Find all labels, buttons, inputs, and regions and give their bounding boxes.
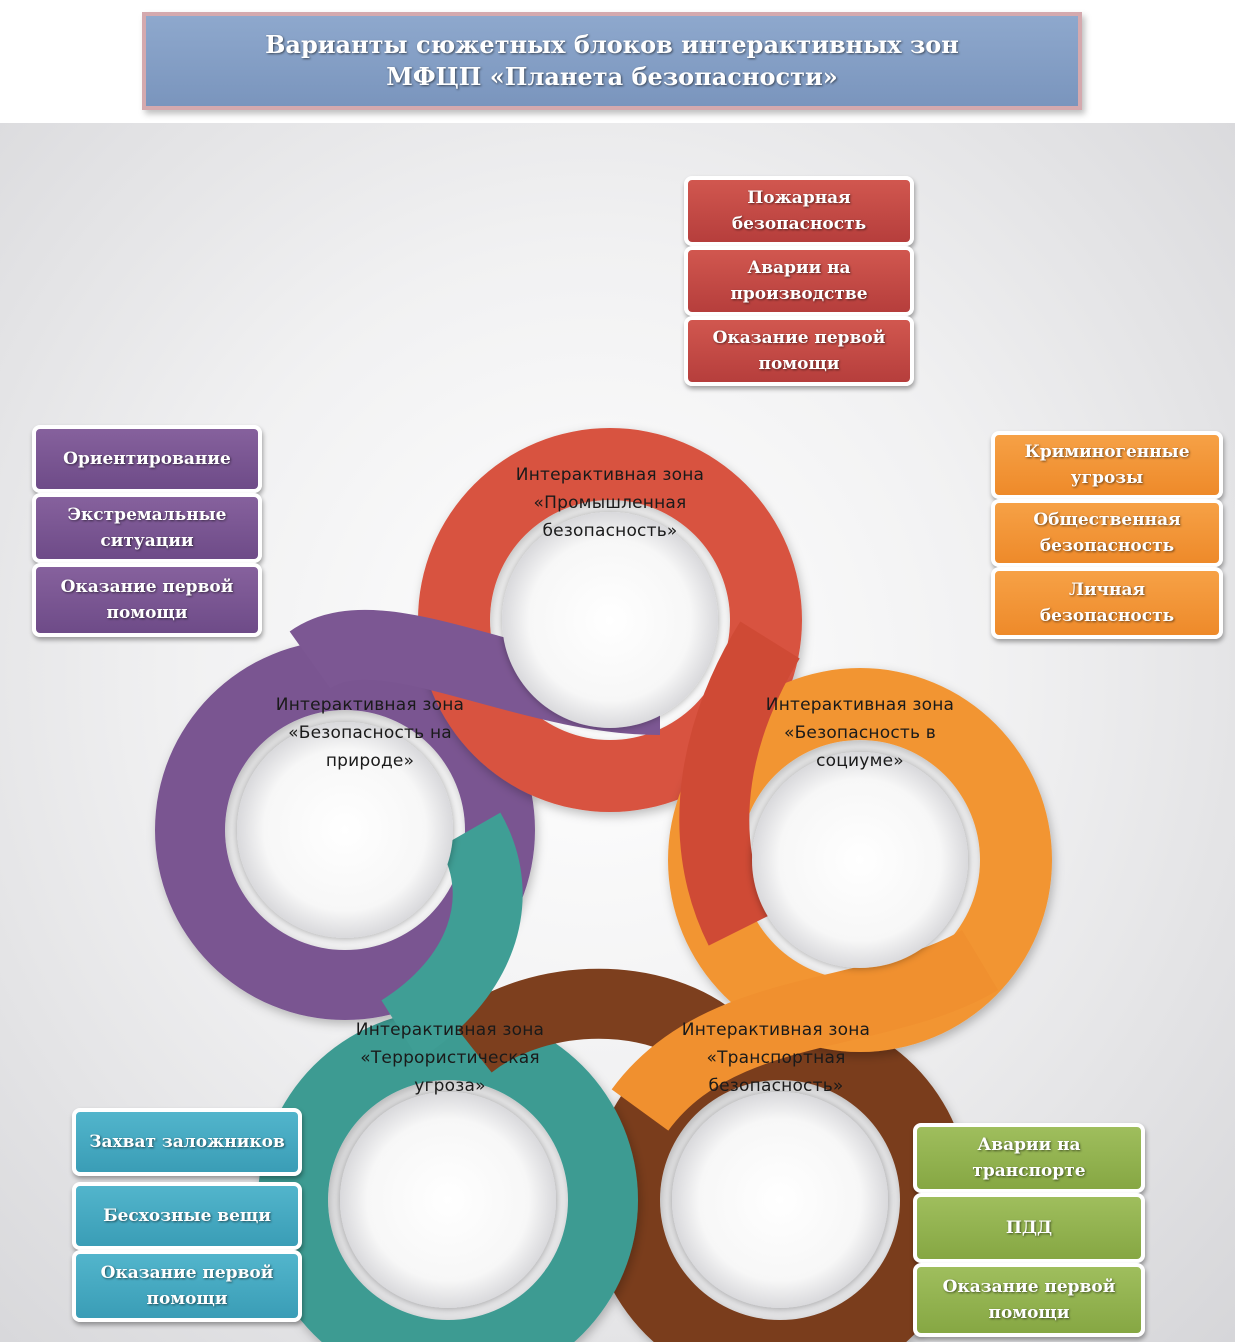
zone-nature-line-2: «Безопасность на bbox=[288, 723, 452, 744]
block-social-public: Общественная безопасность bbox=[991, 499, 1223, 567]
block-terror-hostages: Захват заложников bbox=[72, 1108, 302, 1176]
block-nature-orienteering: Ориентирование bbox=[32, 425, 262, 493]
block-transport-traffic-rules: ПДД bbox=[913, 1193, 1145, 1263]
ring-social-overlap bbox=[611, 929, 998, 1132]
zone-nature-line-1: Интерактивная зона bbox=[275, 695, 465, 715]
title-line-2: МФЦП «Планета безопасности» bbox=[386, 62, 838, 91]
zone-transport-line-1: Интерактивная зона bbox=[681, 1020, 871, 1040]
zone-label-nature: Интерактивная зона «Безопасность на прир… bbox=[250, 691, 490, 775]
hole-social bbox=[752, 752, 968, 968]
title-line-1: Варианты сюжетных блоков интерактивных з… bbox=[265, 29, 959, 59]
hole-transport bbox=[672, 1092, 888, 1308]
block-industrial-accidents: Аварии на производстве bbox=[684, 246, 914, 316]
zone-nature-line-3: природе» bbox=[325, 751, 415, 772]
hole-nature bbox=[237, 722, 453, 938]
zone-social-line-1: Интерактивная зона bbox=[765, 695, 955, 715]
block-nature-extreme: Экстремальные ситуации bbox=[32, 493, 262, 563]
zone-terror-line-2: «Террористическая bbox=[360, 1048, 540, 1069]
ring-industrial-overlap bbox=[679, 621, 800, 946]
zone-social-line-3: социуме» bbox=[816, 751, 904, 772]
diagram-title: Варианты сюжетных блоков интерактивных з… bbox=[142, 12, 1082, 110]
zone-label-terror: Интерактивная зона «Террористическая угр… bbox=[330, 1016, 570, 1100]
block-industrial-fire: Пожарная безопасность bbox=[684, 176, 914, 246]
hole-industrial bbox=[502, 512, 718, 728]
zone-industrial-line-3: безопасность» bbox=[542, 521, 678, 542]
zone-industrial-line-2: «Промышленная bbox=[533, 493, 687, 514]
zone-transport-line-3: безопасность» bbox=[708, 1076, 844, 1097]
zone-label-social: Интерактивная зона «Безопасность в социу… bbox=[740, 691, 980, 775]
block-nature-first-aid: Оказание первой помощи bbox=[32, 563, 262, 637]
block-social-personal: Личная безопасность bbox=[991, 567, 1223, 639]
zone-transport-line-2: «Транспортная bbox=[706, 1048, 846, 1069]
ring-nature bbox=[155, 640, 535, 1020]
zone-terror-line-1: Интерактивная зона bbox=[355, 1020, 545, 1040]
ring-terror-overlap bbox=[380, 812, 523, 1060]
block-social-criminal: Криминогенные угрозы bbox=[991, 431, 1223, 499]
zone-label-industrial: Интерактивная зона «Промышленная безопас… bbox=[490, 461, 730, 545]
zone-social-line-2: «Безопасность в bbox=[783, 723, 937, 744]
zone-terror-line-3: угроза» bbox=[414, 1076, 486, 1097]
ring-terror bbox=[258, 1010, 638, 1342]
block-terror-first-aid: Оказание первой помощи bbox=[72, 1250, 302, 1322]
zone-industrial-line-1: Интерактивная зона bbox=[515, 465, 705, 485]
hole-terror bbox=[340, 1092, 556, 1308]
block-industrial-first-aid: Оказание первой помощи bbox=[684, 316, 914, 386]
block-transport-first-aid: Оказание первой помощи bbox=[913, 1263, 1145, 1337]
zone-label-transport: Интерактивная зона «Транспортная безопас… bbox=[656, 1016, 896, 1100]
rings-graphic bbox=[155, 428, 1052, 1342]
block-terror-unattended: Бесхозные вещи bbox=[72, 1182, 302, 1250]
block-transport-accidents: Аварии на транспорте bbox=[913, 1123, 1145, 1193]
diagram-canvas: Интерактивная зона «Промышленная безопас… bbox=[0, 123, 1235, 1342]
